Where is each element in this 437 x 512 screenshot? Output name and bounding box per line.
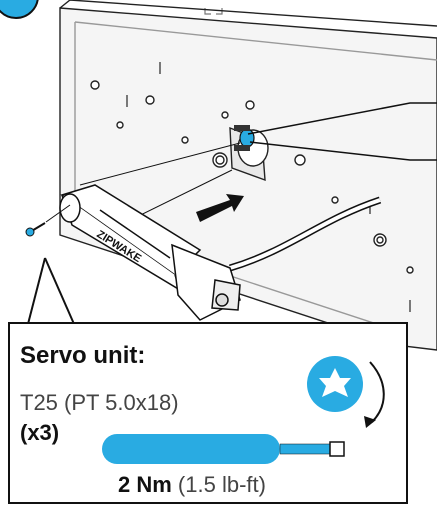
fastener-spec: T25 (PT 5.0x18) [20,390,179,415]
insertion-arrow-icon [196,194,244,222]
rotation-arrow-icon [364,361,385,428]
leader-lines [247,102,437,161]
torque-value: 2 Nm [118,472,172,497]
screw-icon [25,222,46,237]
servo-unit [59,184,241,321]
torque-imperial: (1.5 lb-ft) [177,472,266,497]
torx-bit-icon [307,356,363,412]
torque-spec: 2 Nm (1.5 lb-ft) [118,472,266,498]
step-badge-icon [0,0,39,19]
fastener-quantity: (x3) [20,420,60,445]
screwdriver-icon [102,434,345,464]
callout-title: Servo unit: [20,342,146,369]
callout-pointer [27,257,75,325]
servo-spec-callout: Servo unit: T25 (PT 5.0x18) (x3) 2 Nm (1… [8,322,408,504]
